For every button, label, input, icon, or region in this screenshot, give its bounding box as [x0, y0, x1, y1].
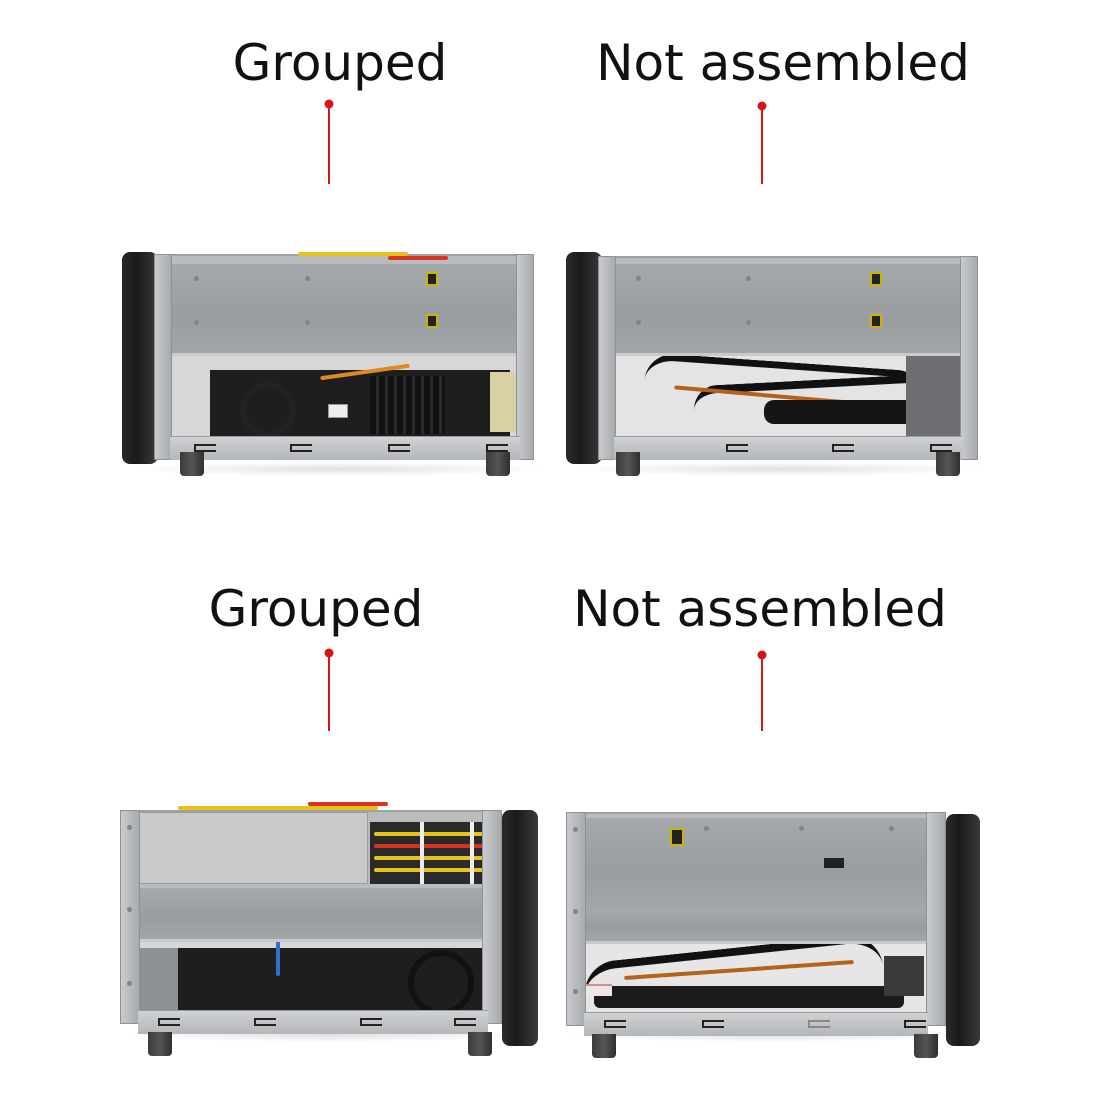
rubber-foot — [914, 1034, 938, 1058]
chassis-not-assembled-photo — [560, 800, 990, 1058]
front-bezel — [566, 252, 602, 464]
chassis-post — [960, 256, 978, 460]
floor-shadow — [128, 462, 548, 476]
cpu-heatsink — [370, 376, 445, 434]
psu-cables — [370, 822, 494, 884]
chassis-grouped-photo — [118, 240, 548, 480]
chassis-post — [926, 812, 946, 1026]
front-bezel — [122, 252, 158, 464]
fan-header — [328, 404, 348, 418]
chassis-floor — [584, 1012, 928, 1036]
chassis-grouped-photo — [118, 800, 548, 1056]
label-grouped-top: Grouped — [232, 34, 448, 92]
io-header — [884, 956, 924, 996]
drive-rail — [584, 908, 934, 944]
psu-wire — [298, 252, 408, 256]
drive-latch — [426, 314, 438, 328]
interior — [138, 940, 488, 1012]
cable-loop — [408, 950, 474, 1012]
chassis-floor — [614, 436, 962, 460]
drive-rail — [138, 888, 488, 942]
drive-latch — [670, 828, 684, 846]
rubber-foot — [180, 452, 204, 476]
drive-latch — [426, 272, 438, 286]
drive-tray-panel — [584, 818, 934, 908]
ribbon-cable — [584, 984, 612, 996]
front-bezel — [946, 814, 980, 1046]
rubber-foot — [936, 452, 960, 476]
cooler — [138, 948, 178, 1012]
cable-loop — [240, 382, 296, 438]
rubber-foot — [592, 1034, 616, 1058]
rubber-foot — [148, 1032, 172, 1056]
psu-wire — [388, 256, 448, 260]
interior — [584, 944, 934, 1014]
label-grouped-bottom: Grouped — [208, 580, 424, 638]
rubber-foot — [468, 1032, 492, 1056]
rubber-foot — [486, 452, 510, 476]
interior — [170, 352, 520, 438]
label-not-assembled-top: Not assembled — [596, 34, 970, 92]
cable-bundle — [594, 986, 904, 1008]
psu-unit — [138, 812, 368, 884]
floor-shadow — [570, 462, 990, 476]
side-bracket — [906, 352, 962, 438]
drive-latch — [870, 272, 882, 286]
drive-tray-panel — [614, 264, 962, 356]
pin-line — [328, 104, 330, 184]
label-not-assembled-bottom: Not assembled — [573, 580, 947, 638]
chassis-floor — [138, 1010, 488, 1034]
chassis-post — [154, 254, 172, 460]
chassis-post — [516, 254, 534, 460]
pin-line — [761, 655, 763, 731]
wire — [276, 940, 280, 976]
psu-wire — [178, 806, 378, 810]
chassis-post — [120, 810, 140, 1024]
chassis-post — [482, 810, 502, 1024]
io-port — [490, 372, 518, 432]
psu-wire — [308, 802, 388, 806]
drive-latch — [870, 314, 882, 328]
chassis-post — [566, 812, 586, 1026]
chassis-not-assembled-photo — [560, 240, 990, 480]
interior — [614, 352, 962, 438]
usb-port — [824, 858, 844, 868]
drive-tray-panel — [170, 264, 520, 356]
chassis-post — [598, 256, 616, 460]
chassis-floor — [170, 436, 520, 460]
front-bezel — [502, 810, 538, 1046]
pin-line — [761, 106, 763, 184]
rubber-foot — [616, 452, 640, 476]
pin-line — [328, 653, 330, 731]
